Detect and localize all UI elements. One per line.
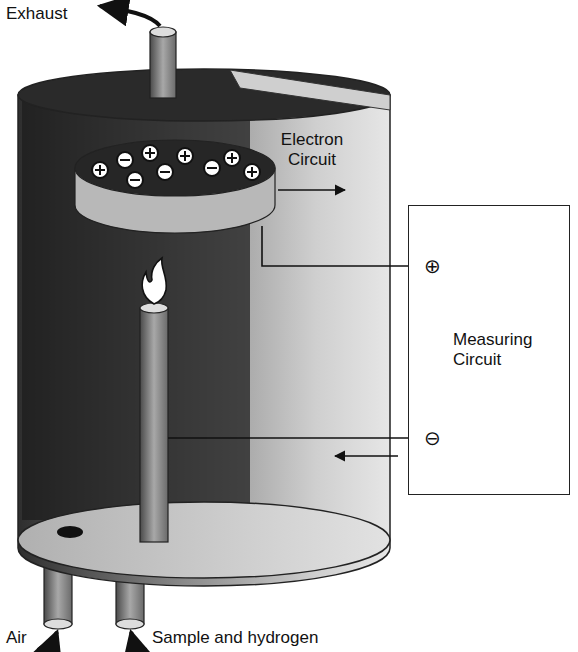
polarity-symbol: ⊕ [424,256,441,276]
box-label: Measuring Circuit [453,330,561,371]
flow-label: Sample and hydrogen [152,628,318,648]
exhaust-pipe [100,6,176,98]
circuit-label: Electron Circuit [266,130,358,169]
circuit-box: Measuring Circuit [408,205,570,495]
inlet-arrows [38,632,146,650]
burner-jet [140,258,168,542]
collector-electrode [75,140,275,233]
polarity-symbol: ⊖ [424,428,441,448]
flow-label: Air [6,628,27,648]
flow-label: Exhaust [6,4,67,24]
electrode-wires [168,190,408,456]
detector-housing [18,69,390,586]
